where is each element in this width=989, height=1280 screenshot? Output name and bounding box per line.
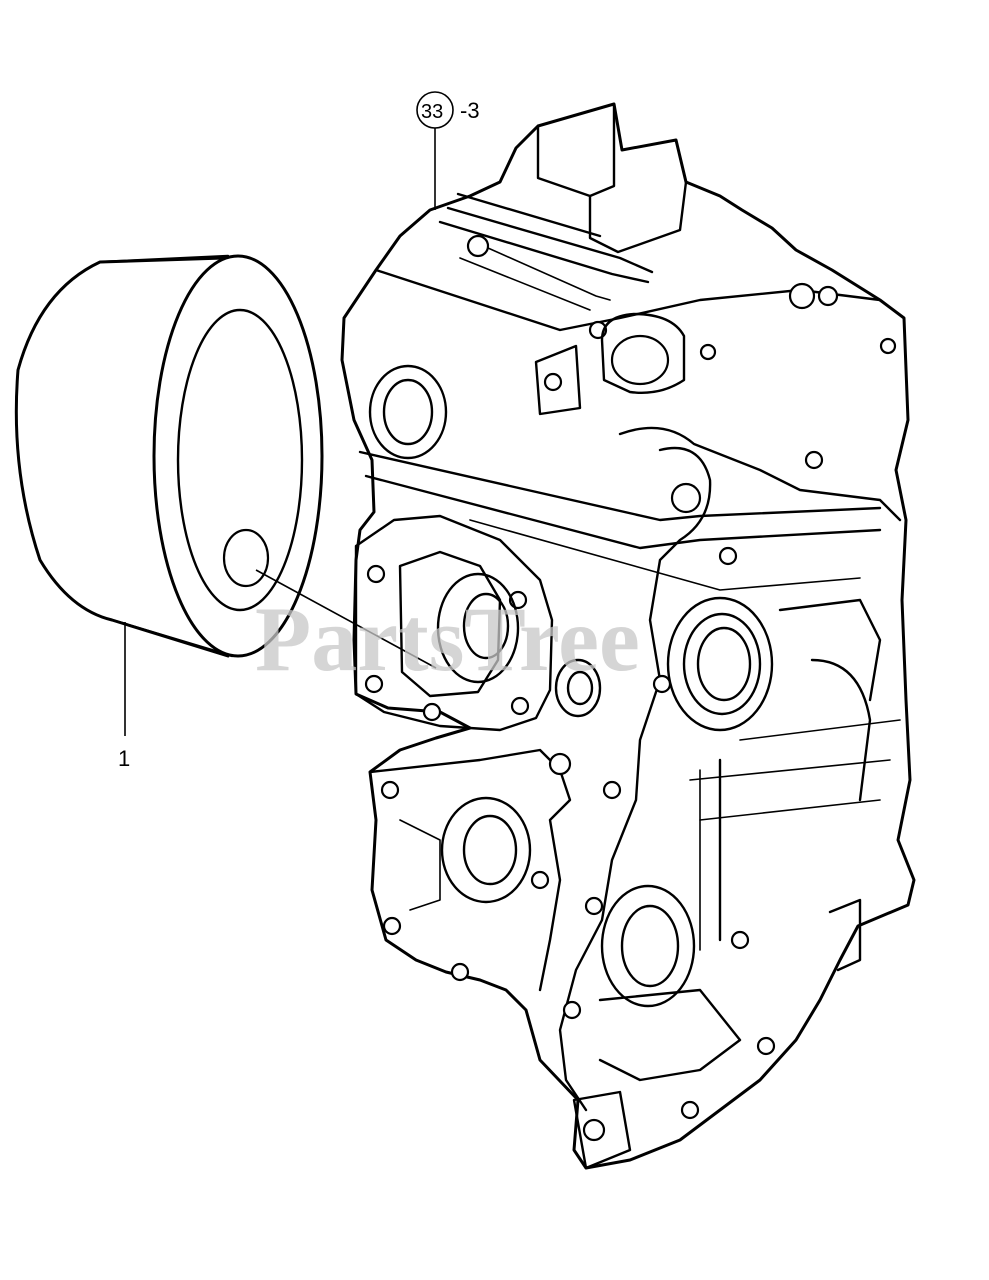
main-bore-mid [682,612,762,716]
lower-hole-4 [530,870,550,890]
right-rib-3 [739,719,901,741]
filter-top-edge [98,254,230,264]
top-rib-2 [438,220,650,284]
flange-hole-7 [804,450,824,470]
housing-part[interactable] [340,102,916,1170]
callout-1[interactable]: 1 [118,622,130,771]
cover-hole-1 [366,564,386,584]
cover-hole-4 [422,702,442,722]
middle-rib-2 [364,474,882,550]
bottom-bore-inner [620,904,680,988]
top-rib-3 [456,192,602,238]
flange-hole-8 [879,337,897,355]
cover-recess [398,550,502,698]
bottom-hole-2 [756,1036,776,1056]
right-rib-1 [778,598,882,702]
bottom-mount-boss [572,1090,632,1170]
front-cover-plate [354,514,554,732]
lower-hole-2 [382,916,402,936]
side-bracket-hole [543,372,563,392]
main-bore-inner [696,626,752,702]
filter-center-hole [222,528,270,588]
right-rib-2 [810,658,872,802]
oil-filler-neck [600,312,686,394]
lower-housing [368,748,572,992]
pump-bore-inner [462,592,510,660]
middle-rib-1 [358,450,882,522]
flange-hole-2 [718,546,738,566]
right-mount-tab [828,898,862,972]
top-bolt-boss-3 [699,343,717,361]
top-bolt-boss-5 [817,285,839,307]
top-block-2 [588,180,688,254]
middle-rib-3 [469,519,861,591]
flange-hole-1 [670,482,702,514]
filter-bottom-edge [110,618,234,658]
lower-hole-5 [548,752,572,776]
top-bolt-boss-4 [788,282,816,310]
oil-filler-opening [610,334,670,386]
cover-hole-5 [510,696,530,716]
bottom-hole-3 [680,1100,700,1120]
lower-rib [399,819,441,911]
filter-gasket-ring [176,308,304,612]
top-rib-5 [459,257,591,311]
lower-hole-1 [380,780,400,800]
top-rib-4 [469,239,611,301]
left-bore-outer [368,364,448,460]
side-bracket [534,344,582,416]
flange-hole-4 [602,780,622,800]
callout-label-1: 1 [118,746,130,771]
flange-hole-6 [562,1000,582,1020]
lower-hole-3 [450,962,470,982]
lower-bore-inner [462,814,518,886]
top-bolt-boss-1 [466,234,490,258]
main-bore-outer [666,596,774,732]
right-rib-4 [689,759,891,781]
gasket-flange-outer [618,426,902,522]
watermark: PartsTree [255,588,640,690]
bottom-hole-4 [582,1118,606,1142]
callout-label-33: 33 [421,101,443,123]
bottom-hole-1 [730,930,750,950]
lower-bore-outer [440,796,532,904]
left-bore-inner [382,378,434,446]
callout-suffix-33: -3 [460,98,480,123]
top-rib-1 [446,206,654,274]
oil-filter-part[interactable] [14,254,324,658]
gasket-flange [558,446,712,1112]
right-rib-5 [699,799,881,821]
filter-to-housing-leader [255,569,437,669]
drain-plug-outer [554,658,602,718]
cover-hole-3 [364,674,384,694]
bottom-bore-outer [600,884,696,1008]
bottom-plate [598,988,742,1082]
drain-plug-inner [566,670,594,706]
flange-hole-5 [584,896,604,916]
callout-33[interactable]: 33 -3 [416,91,480,210]
pump-bore-outer [436,572,520,684]
flange-hole-3 [652,674,672,694]
